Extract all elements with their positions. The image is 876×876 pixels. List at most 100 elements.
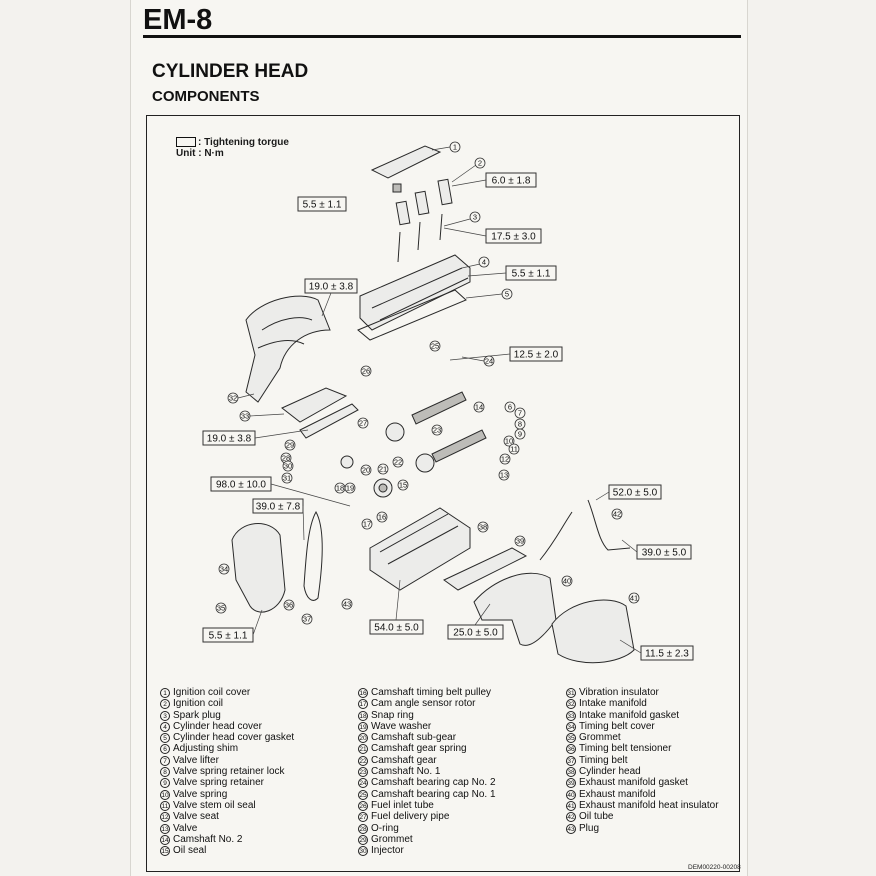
callout-3: 3 [469,211,481,223]
svg-text:29: 29 [286,441,294,450]
torque-value: 11.5 ± 2.3 [645,649,689,660]
svg-text:28: 28 [282,454,290,463]
callout-37: 37 [301,613,313,625]
callout-9: 9 [514,428,526,440]
torque-legend: : Tightening torgue Unit : N·m [176,137,289,159]
torque-value: 19.0 ± 3.8 [309,282,354,293]
svg-text:22: 22 [394,458,402,467]
svg-text:33: 33 [241,412,249,421]
callout-26: 26 [360,365,372,377]
torque-box: 98.0 ± 10.0 [210,476,272,492]
torque-value: 25.0 ± 5.0 [453,628,498,639]
svg-text:30: 30 [284,462,292,471]
callout-23: 23 [431,424,443,436]
ignition-coil-cover-shape [370,145,442,179]
svg-text:9: 9 [518,430,522,439]
timing-belt-cover-shape [231,523,286,613]
torque-box: 5.5 ± 1.1 [202,627,254,643]
torque-box: 25.0 ± 5.0 [447,624,504,640]
torque-values: 5.5 ± 1.1 6.0 ± 1.8 17.5 ± 3.0 5.5 ± 1.1… [202,172,694,661]
exhaust-manifold-gasket-shape [443,547,528,591]
exploded-view-diagram: 5.5 ± 1.1 6.0 ± 1.8 17.5 ± 3.0 5.5 ± 1.1… [202,141,694,664]
svg-text:39: 39 [516,537,524,546]
callout-22: 22 [392,456,404,468]
svg-text:26: 26 [362,367,370,376]
svg-text:15: 15 [399,481,407,490]
torque-box: 19.0 ± 3.8 [304,278,358,294]
svg-text:38: 38 [479,523,487,532]
intake-manifold-shape [245,295,331,403]
svg-text:18: 18 [336,484,344,493]
torque-box: 11.5 ± 2.3 [640,645,694,661]
torque-box: 12.5 ± 2.0 [509,346,563,362]
torque-legend-label: : Tightening torgue [198,137,289,148]
callout-2: 2 [474,157,486,169]
callout-6: 6 [504,401,516,413]
torque-box: 6.0 ± 1.8 [485,172,537,188]
callout-16: 16 [376,511,388,523]
torque-value: 19.0 ± 3.8 [207,434,252,445]
callout-7: 7 [514,407,526,419]
svg-text:43: 43 [343,600,351,609]
callouts: 1 2 3 4 5 6 7 8 9 10 11 12 13 14 15 16 1… [215,141,640,625]
callout-40: 40 [561,575,573,587]
callout-42: 42 [611,508,623,520]
svg-text:3: 3 [473,213,477,222]
callout-33: 33 [239,410,251,422]
svg-text:14: 14 [475,403,483,412]
callout-27: 27 [357,417,369,429]
svg-text:8: 8 [518,420,522,429]
svg-text:27: 27 [359,419,367,428]
unit-label: Unit : N·m [176,148,224,159]
page-id: EM-8 [143,4,213,36]
svg-text:20: 20 [362,466,370,475]
callout-35: 35 [215,602,227,614]
callout-36: 36 [283,599,295,611]
callout-15: 15 [397,479,409,491]
svg-text:34: 34 [220,565,228,574]
torque-value: 98.0 ± 10.0 [216,480,266,491]
svg-text:2: 2 [478,159,482,168]
torque-box: 39.0 ± 7.8 [252,498,304,514]
section-subtitle: COMPONENTS [152,88,260,105]
svg-text:12: 12 [501,455,509,464]
svg-text:25: 25 [431,342,439,351]
cylinder-head-shape [369,507,471,591]
callout-30: 30 [282,460,294,472]
callout-8: 8 [514,418,526,430]
callout-14: 14 [473,401,485,413]
cylinder-head-cover-shape [359,254,471,331]
spark-plugs-shape [397,213,443,263]
gears-pulleys-shape [340,422,435,498]
torque-box: 19.0 ± 3.8 [202,430,256,446]
torque-value: 39.0 ± 7.8 [256,502,301,513]
svg-text:21: 21 [379,465,387,474]
svg-text:13: 13 [500,471,508,480]
torque-value: 5.5 ± 1.1 [303,200,342,211]
torque-box: 5.5 ± 1.1 [297,196,347,212]
